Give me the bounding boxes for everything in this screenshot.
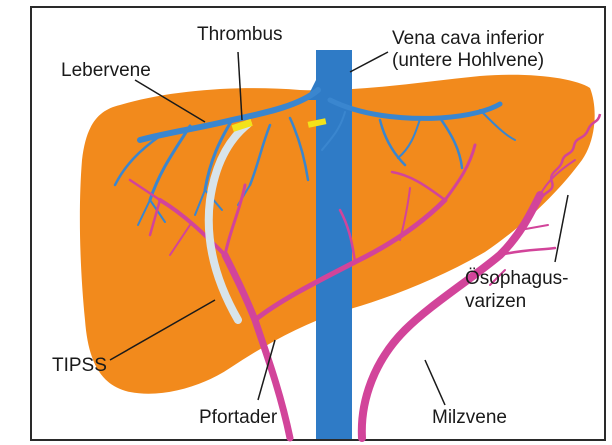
label-tipss: TIPSS: [52, 355, 107, 377]
label-oesophagus-line2: varizen: [465, 291, 526, 313]
label-vena-cava-line2: (untere Hohlvene): [392, 50, 544, 72]
label-milzvene: Milzvene: [432, 407, 507, 429]
label-thrombus: Thrombus: [197, 24, 283, 46]
label-vena-cava-line1: Vena cava inferior: [392, 28, 544, 50]
label-pfortader: Pfortader: [199, 407, 277, 429]
label-lebervene: Lebervene: [61, 60, 151, 82]
label-oesophagus-line1: Ösophagus-: [465, 268, 569, 290]
